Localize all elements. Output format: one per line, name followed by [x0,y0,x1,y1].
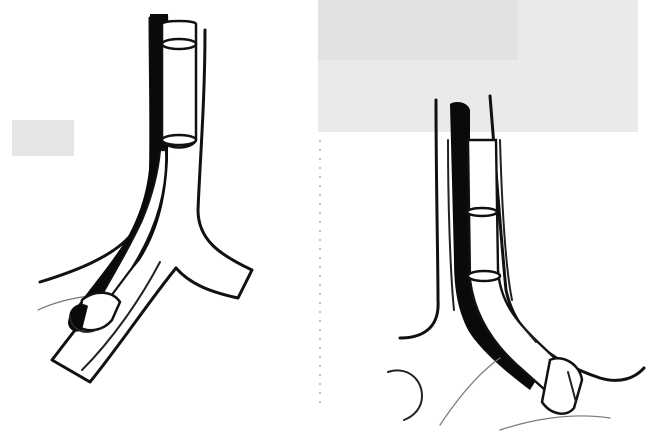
scan-smudge [12,120,74,156]
tube-ring-top [467,208,497,216]
tube-cuff [542,358,582,413]
tube-ring-top [162,39,196,49]
right-illustration [310,0,651,435]
lower-contour-right [440,358,500,425]
lower-contour-left [388,370,422,420]
left-illustration [0,0,310,435]
left-panel [0,0,310,435]
scan-smudge-dark [318,0,518,60]
tube-ring-mid [162,135,196,145]
airway-left-wall [400,100,438,338]
tube-ring-mid [468,271,500,281]
right-panel [310,0,651,435]
lower-contour-bottom [500,416,610,430]
